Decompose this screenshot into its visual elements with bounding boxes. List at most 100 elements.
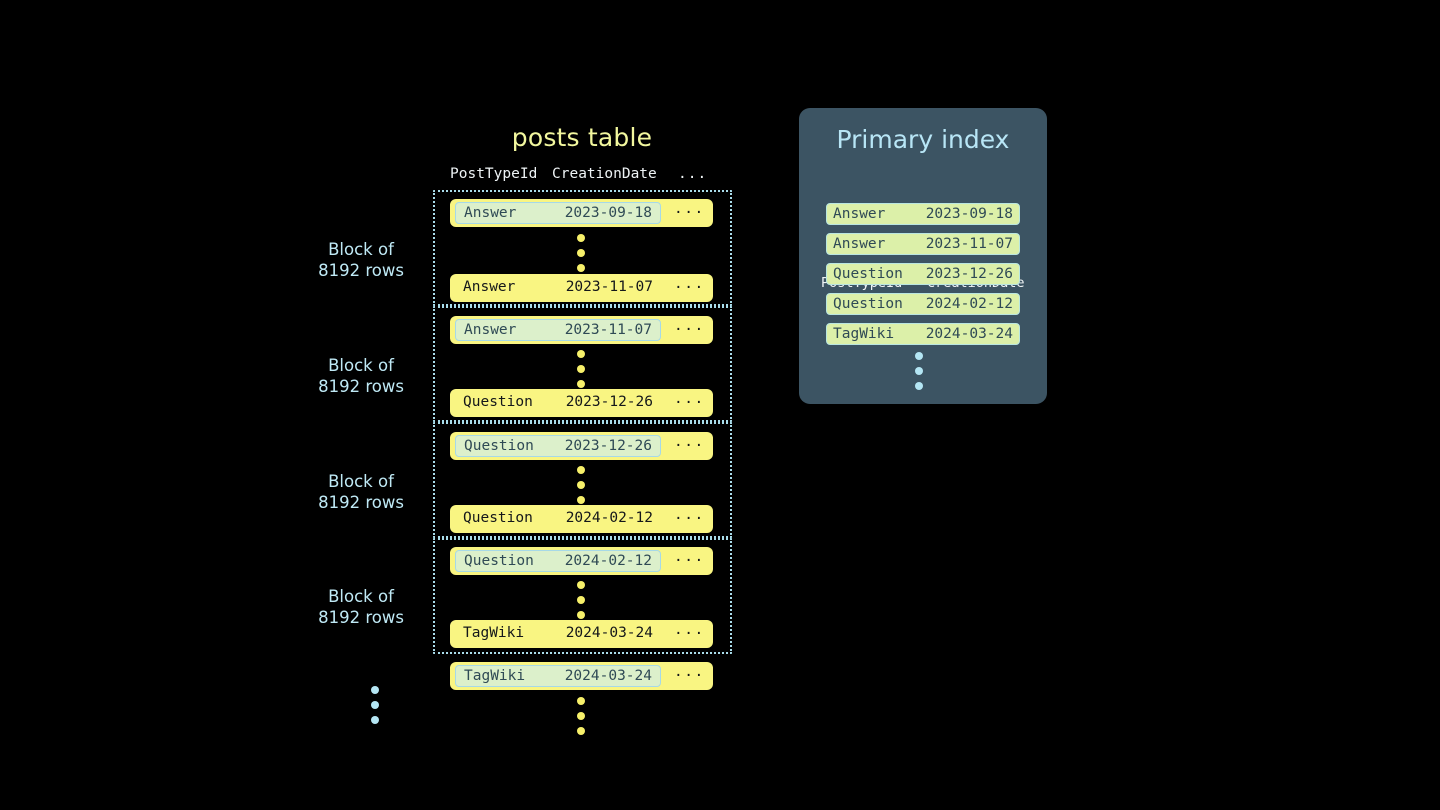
row-creationdate: 2023-12-26 xyxy=(564,438,652,454)
index-row: Question 2024-02-12 xyxy=(826,293,1020,315)
dot xyxy=(371,716,379,724)
table-row: Question 2023-12-26 ... xyxy=(450,432,713,460)
index-creationdate: 2023-11-07 xyxy=(925,236,1013,252)
index-creationdate: 2023-09-18 xyxy=(925,206,1013,222)
row-highlight-box: Question 2023-12-26 xyxy=(455,435,661,457)
row-creationdate: 2024-02-12 xyxy=(565,510,653,526)
row-posttypeid: Question xyxy=(463,394,533,410)
index-creationdate: 2023-12-26 xyxy=(925,266,1013,282)
row-ellipsis: ... xyxy=(674,318,705,334)
posts-table-column-headers: PostTypeId CreationDate ... xyxy=(450,166,713,186)
block-caption-3: Block of 8192 rows xyxy=(300,471,422,513)
table-row: Question 2024-02-12 ... xyxy=(450,547,713,575)
dot xyxy=(577,249,585,257)
block-frame-2 xyxy=(433,306,732,422)
row-posttypeid: Question xyxy=(463,510,533,526)
table-row: TagWiki 2024-03-24 ... xyxy=(450,620,713,648)
row-creationdate: 2024-03-24 xyxy=(565,625,653,641)
table-row: Answer 2023-11-07 ... xyxy=(450,316,713,344)
block-frame-3 xyxy=(433,422,732,538)
dot xyxy=(915,352,923,360)
dot xyxy=(577,712,585,720)
row-ellipsis: ... xyxy=(674,276,705,292)
dot xyxy=(577,611,585,619)
block-caption-1: Block of 8192 rows xyxy=(300,239,422,281)
block-caption-2: Block of 8192 rows xyxy=(300,355,422,397)
row-posttypeid: Answer xyxy=(463,279,516,295)
dot xyxy=(577,481,585,489)
row-ellipsis: ... xyxy=(674,434,705,450)
index-row: TagWiki 2024-03-24 xyxy=(826,323,1020,345)
blocks-continuation-ellipsis xyxy=(371,686,379,724)
dot xyxy=(915,367,923,375)
block-frame-4 xyxy=(433,538,732,654)
index-row: Answer 2023-11-07 xyxy=(826,233,1020,255)
posts-table-title: posts table xyxy=(511,123,653,152)
row-creationdate: 2023-11-07 xyxy=(564,322,652,338)
dot xyxy=(577,264,585,272)
dot xyxy=(915,382,923,390)
dot xyxy=(577,496,585,504)
row-posttypeid: TagWiki xyxy=(463,625,525,641)
row-posttypeid: Question xyxy=(464,438,534,454)
dot xyxy=(577,697,585,705)
block-caption-line1: Block of xyxy=(328,240,394,259)
table-row: Answer 2023-11-07 ... xyxy=(450,274,713,302)
row-ellipsis: ... xyxy=(674,664,705,680)
row-cells: Answer 2023-11-07 xyxy=(455,277,661,299)
block-caption-line1: Block of xyxy=(328,356,394,375)
block-frame-1 xyxy=(433,190,732,306)
block-caption-line2: 8192 rows xyxy=(318,493,404,512)
row-gap-ellipsis-3 xyxy=(577,466,585,504)
dot xyxy=(371,686,379,694)
row-creationdate: 2023-09-18 xyxy=(564,205,652,221)
row-highlight-box: Question 2024-02-12 xyxy=(455,550,661,572)
row-creationdate: 2023-11-07 xyxy=(565,279,653,295)
index-posttypeid: Question xyxy=(833,296,903,312)
index-posttypeid: Answer xyxy=(833,206,886,222)
dot xyxy=(577,727,585,735)
table-row-trailing: TagWiki 2024-03-24 ... xyxy=(450,662,713,690)
row-cells: Question 2024-02-12 xyxy=(455,508,661,530)
row-cells: TagWiki 2024-03-24 xyxy=(455,623,661,645)
dot xyxy=(577,234,585,242)
primary-index-panel: Primary index PostTypeId CreationDate xyxy=(799,108,1047,404)
row-creationdate: 2024-02-12 xyxy=(564,553,652,569)
index-bottom-ellipsis xyxy=(915,352,923,390)
column-header-ellipsis: ... xyxy=(678,166,708,182)
row-highlight-box: Answer 2023-09-18 xyxy=(455,202,661,224)
row-ellipsis: ... xyxy=(674,622,705,638)
dot xyxy=(577,581,585,589)
dot xyxy=(577,380,585,388)
block-caption-line2: 8192 rows xyxy=(318,608,404,627)
dot xyxy=(577,596,585,604)
column-header-posttypeid: PostTypeId xyxy=(450,166,538,182)
row-posttypeid: TagWiki xyxy=(464,668,526,684)
index-posttypeid: Answer xyxy=(833,236,886,252)
table-row: Question 2024-02-12 ... xyxy=(450,505,713,533)
column-header-creationdate: CreationDate xyxy=(552,166,657,182)
block-caption-line2: 8192 rows xyxy=(318,261,404,280)
row-highlight-box: TagWiki 2024-03-24 xyxy=(455,665,661,687)
dot xyxy=(577,466,585,474)
row-cells: Question 2023-12-26 xyxy=(455,392,661,414)
row-posttypeid: Answer xyxy=(464,322,517,338)
dot xyxy=(577,365,585,373)
block-caption-line2: 8192 rows xyxy=(318,377,404,396)
row-ellipsis: ... xyxy=(674,507,705,523)
primary-index-title: Primary index xyxy=(836,125,1010,154)
row-ellipsis: ... xyxy=(674,391,705,407)
row-gap-ellipsis-4 xyxy=(577,581,585,619)
index-row: Question 2023-12-26 xyxy=(826,263,1020,285)
block-caption-4: Block of 8192 rows xyxy=(300,586,422,628)
block-caption-line1: Block of xyxy=(328,472,394,491)
row-creationdate: 2024-03-24 xyxy=(564,668,652,684)
table-row: Answer 2023-09-18 ... xyxy=(450,199,713,227)
index-row: Answer 2023-09-18 xyxy=(826,203,1020,225)
row-highlight-box: Answer 2023-11-07 xyxy=(455,319,661,341)
row-gap-ellipsis-2 xyxy=(577,350,585,388)
index-creationdate: 2024-02-12 xyxy=(925,296,1013,312)
index-posttypeid: TagWiki xyxy=(833,326,895,342)
row-creationdate: 2023-12-26 xyxy=(565,394,653,410)
